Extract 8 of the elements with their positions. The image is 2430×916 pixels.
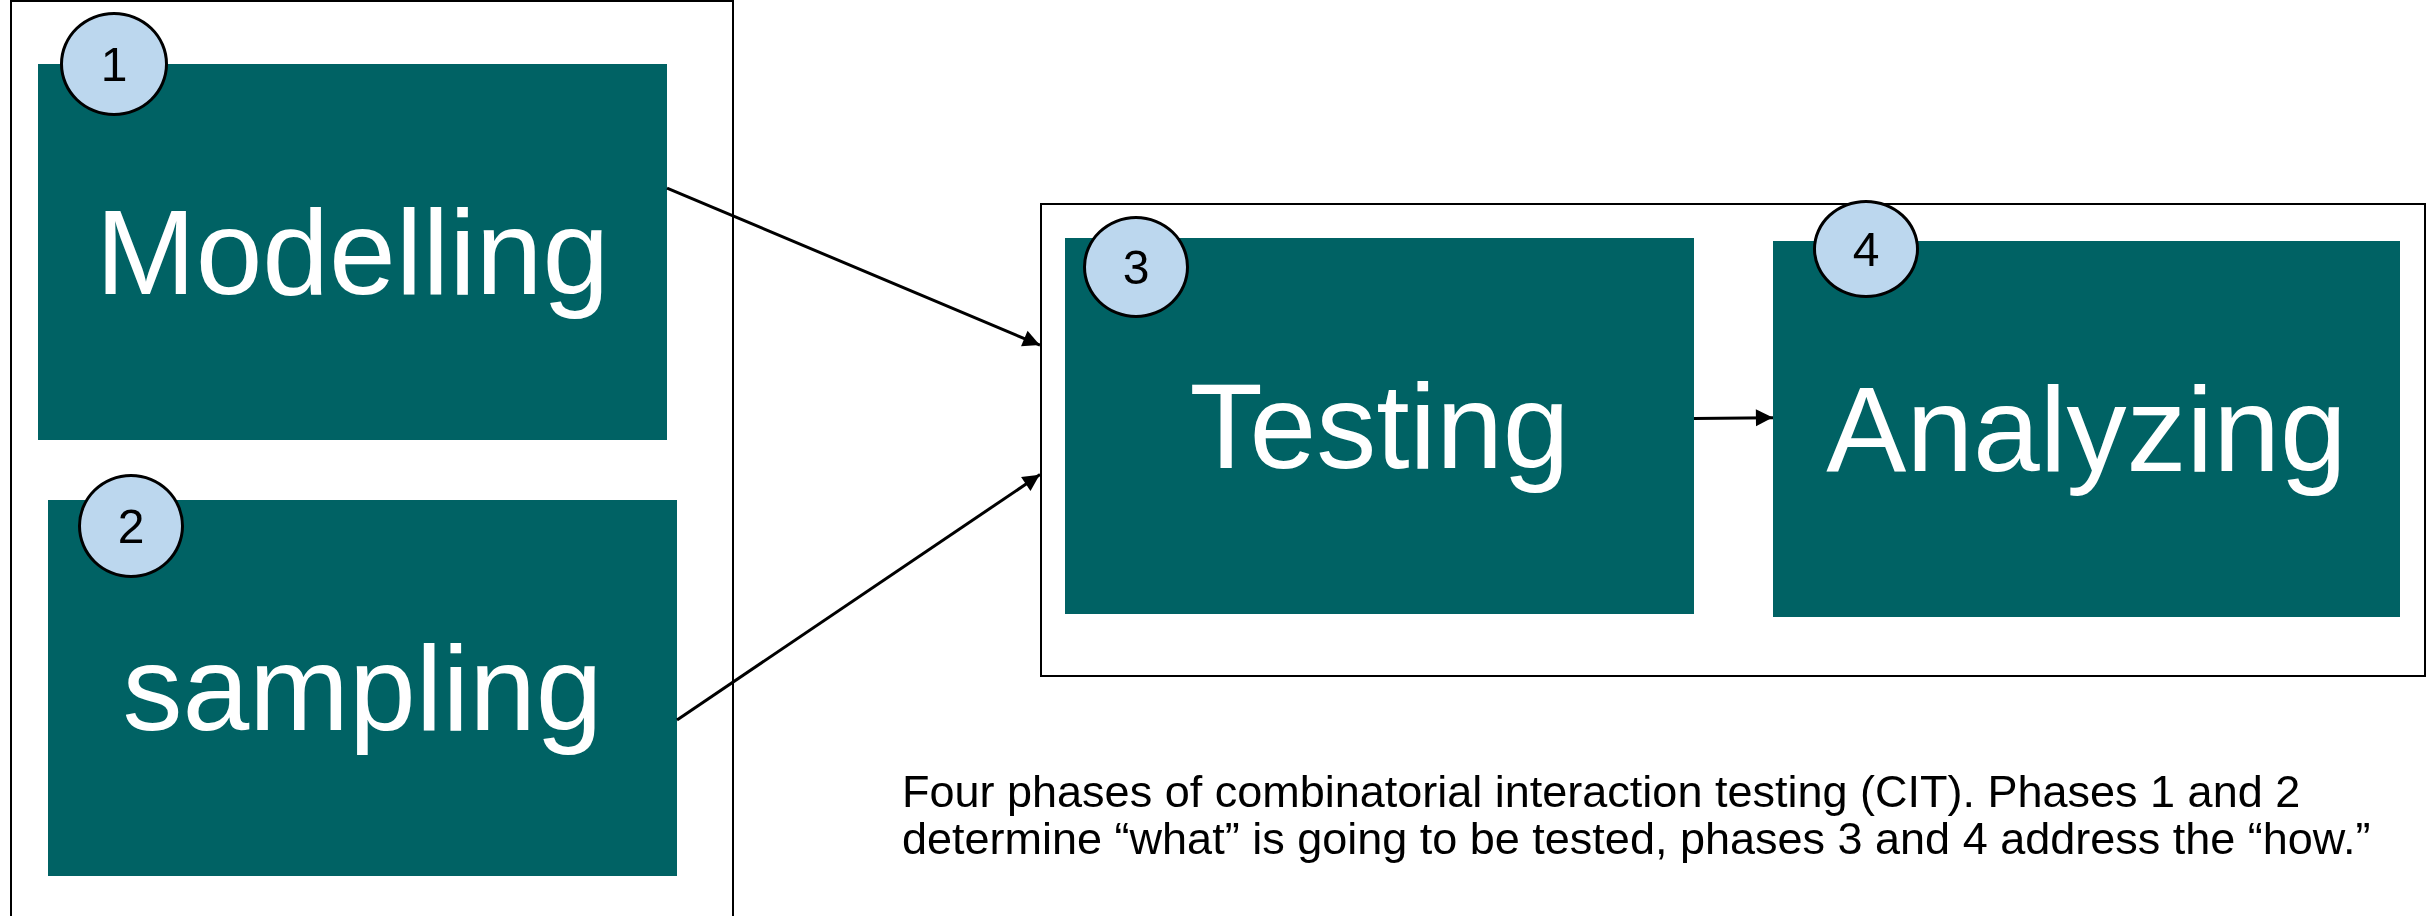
group-frame bbox=[10, 0, 734, 916]
group-frame bbox=[1040, 203, 2426, 677]
arrow bbox=[676, 473, 1041, 722]
arrow bbox=[1694, 409, 1773, 427]
number-circle: 1 bbox=[60, 12, 168, 116]
arrow bbox=[666, 186, 1041, 347]
caption: Four phases of combinatorial interaction testing (CIT). Phases 1 and 2 determine “what” is going to be tested, phases 3 and 4 address the “how.” bbox=[902, 768, 2372, 862]
number-circle: 4 bbox=[1813, 200, 1919, 298]
